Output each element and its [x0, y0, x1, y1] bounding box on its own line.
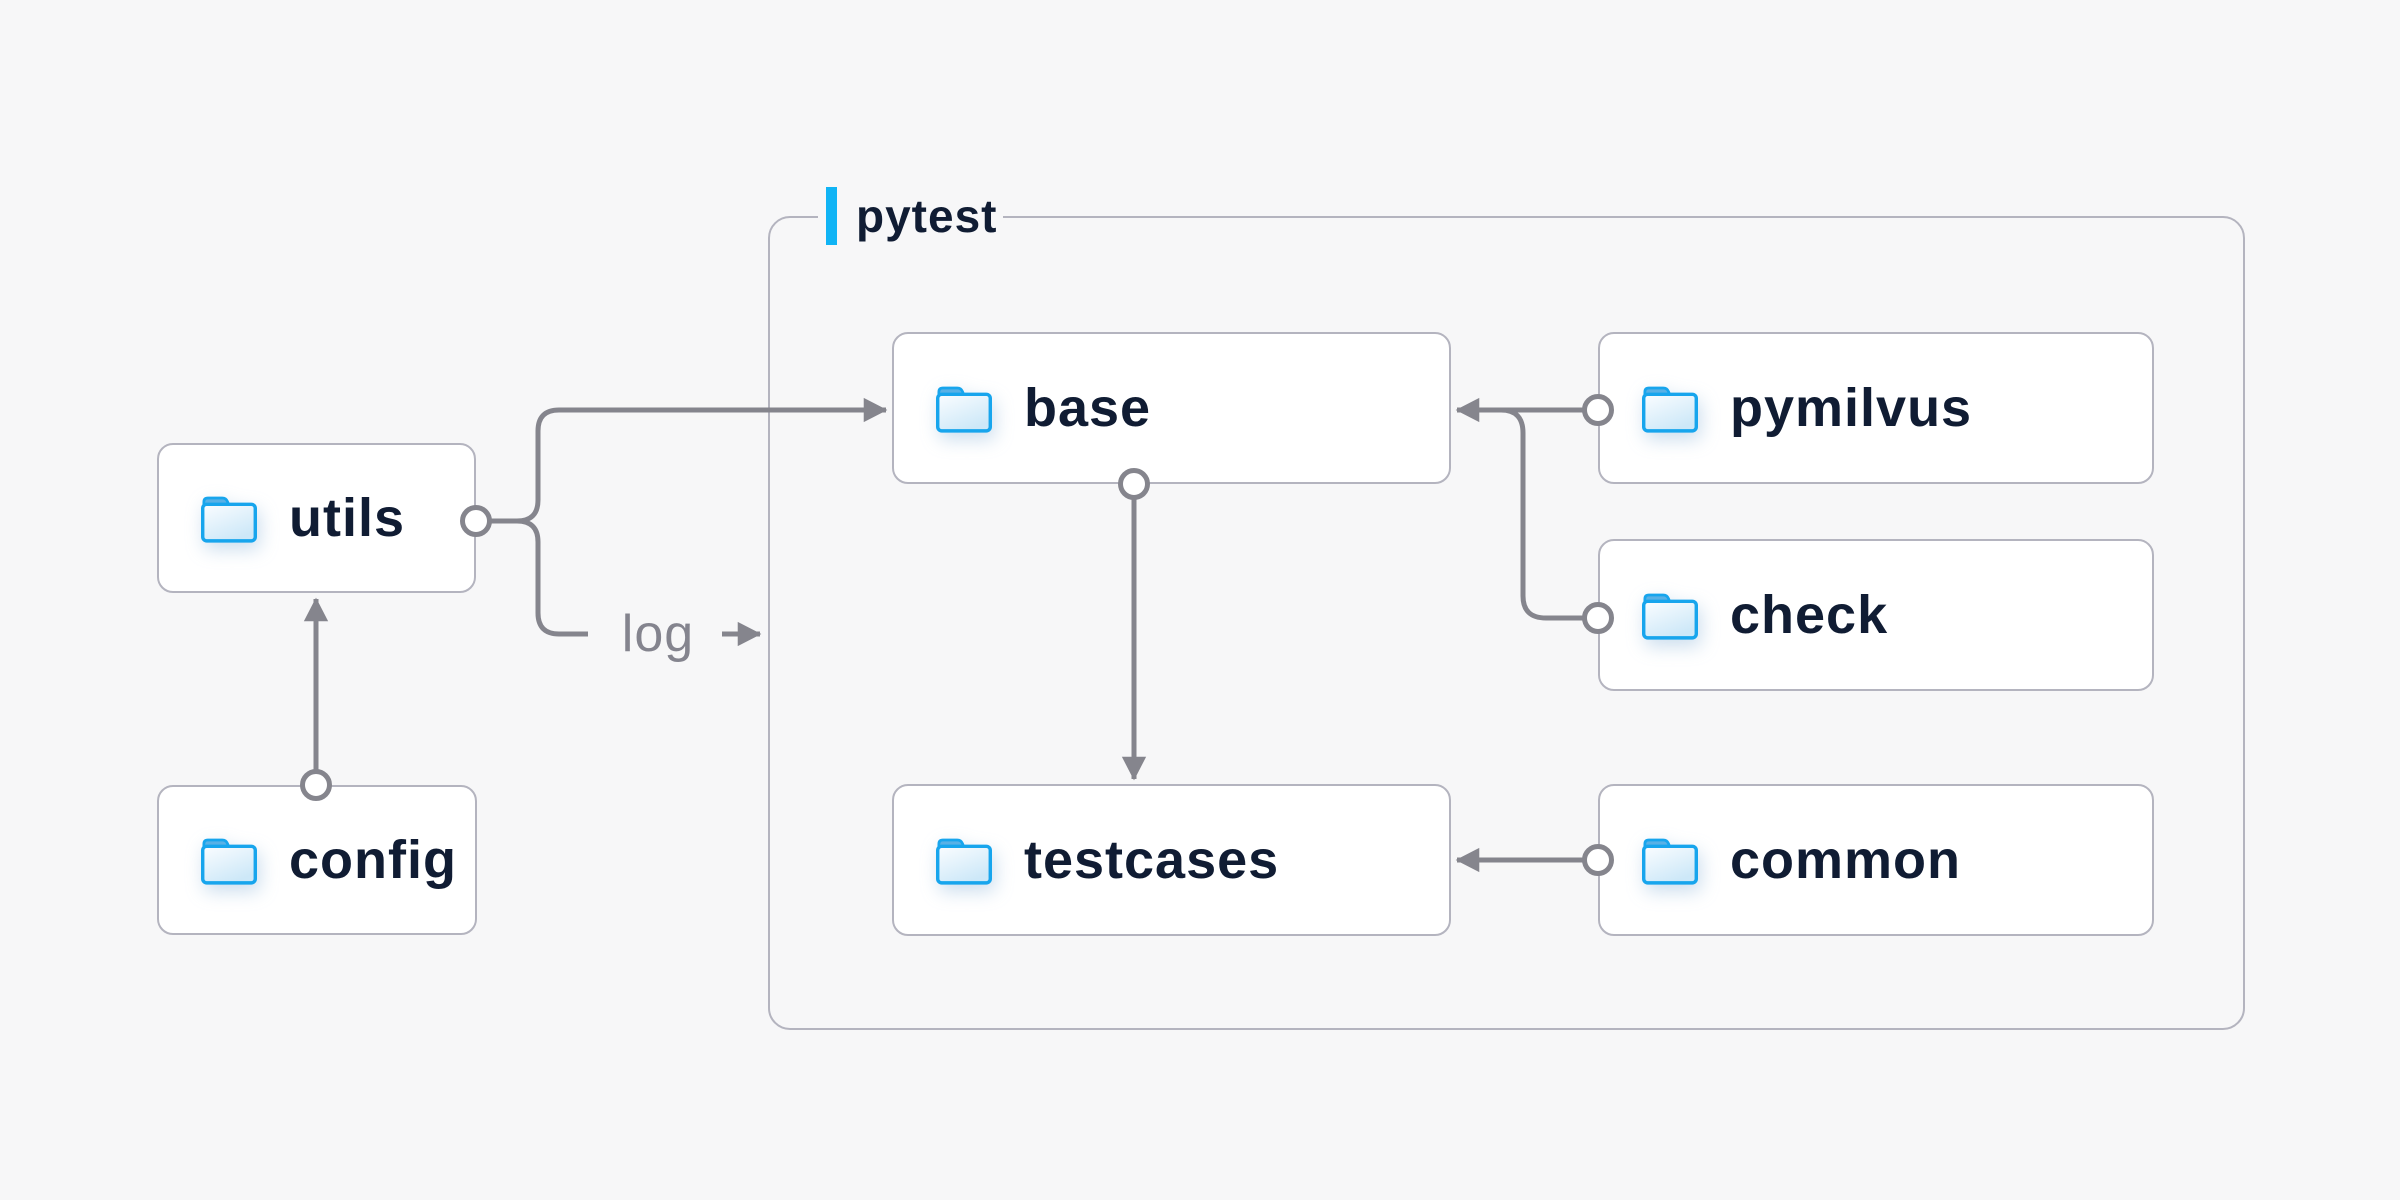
- folder-icon: [201, 496, 257, 543]
- node-check: check: [1598, 539, 2154, 691]
- folder-icon: [936, 386, 992, 433]
- node-label: utils: [289, 488, 406, 548]
- folder-icon: [201, 838, 257, 885]
- node-label: base: [1024, 378, 1152, 438]
- node-common: common: [1598, 784, 2154, 936]
- node-config: config: [157, 785, 477, 935]
- pytest-container-label: pytest: [818, 183, 1004, 249]
- node-label: common: [1730, 830, 1962, 890]
- pytest-container: [768, 216, 2245, 1030]
- node-pymilvus: pymilvus: [1598, 332, 2154, 484]
- node-label: testcases: [1024, 830, 1280, 890]
- node-label: pymilvus: [1730, 378, 1973, 438]
- folder-icon: [936, 838, 992, 885]
- node-base: base: [892, 332, 1451, 484]
- node-testcases: testcases: [892, 784, 1451, 936]
- accent-bar: [826, 187, 837, 245]
- pytest-container-title: pytest: [856, 190, 998, 242]
- node-label: config: [289, 830, 457, 890]
- edge-label-log: log: [621, 605, 695, 663]
- edge-utils-log-branch: [516, 518, 588, 637]
- folder-icon: [1642, 386, 1698, 433]
- folder-icon: [1642, 838, 1698, 885]
- node-label: check: [1730, 585, 1889, 645]
- node-utils: utils: [157, 443, 476, 593]
- folder-icon: [1642, 593, 1698, 640]
